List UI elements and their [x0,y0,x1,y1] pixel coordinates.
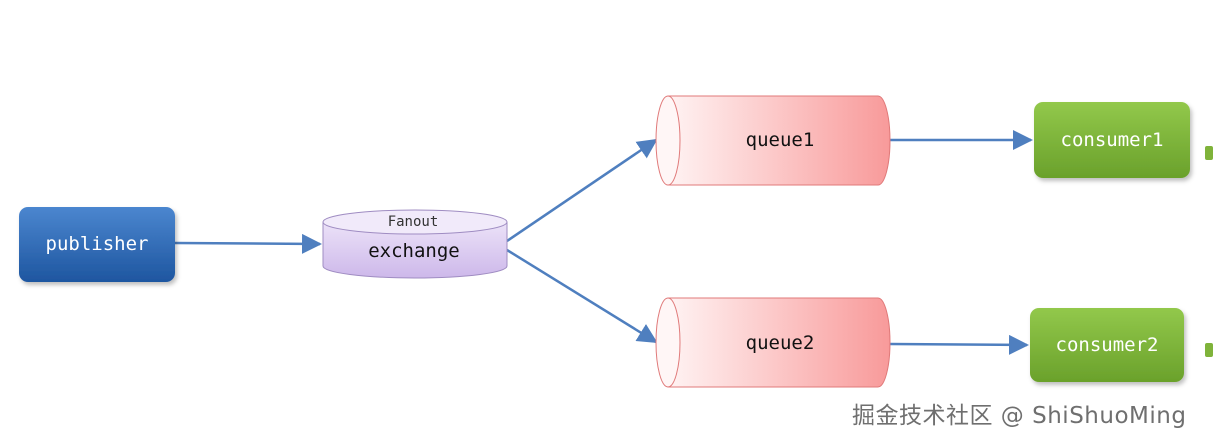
exchange-node: Fanout exchange [322,209,508,279]
arrow-exchange-to-queue1 [506,138,658,243]
watermark-text: 掘金技术社区 @ ShiShuoMing [852,403,1187,429]
arrow-publisher-to-exchange [174,233,322,254]
arrows [174,130,1033,355]
exchange-label: exchange [368,240,460,262]
queue2-label: queue2 [746,332,815,354]
queue1-label: queue1 [746,129,815,151]
publisher-node: publisher [19,207,175,282]
cropped-edge-shape-bottom [1205,343,1213,357]
consumer2-label: consumer2 [1056,334,1159,356]
cropped-edge-shape-top [1205,146,1213,160]
publisher-label: publisher [46,233,149,255]
queue2-node: queue2 [655,297,891,388]
arrow-queue2-to-consumer2 [889,334,1029,355]
consumer2-node: consumer2 [1030,308,1184,382]
queue1-node: queue1 [655,95,891,186]
exchange-type-label: Fanout [388,214,439,230]
consumer1-label: consumer1 [1061,129,1164,151]
consumer1-node: consumer1 [1034,102,1190,178]
arrow-exchange-to-queue2 [506,248,658,344]
